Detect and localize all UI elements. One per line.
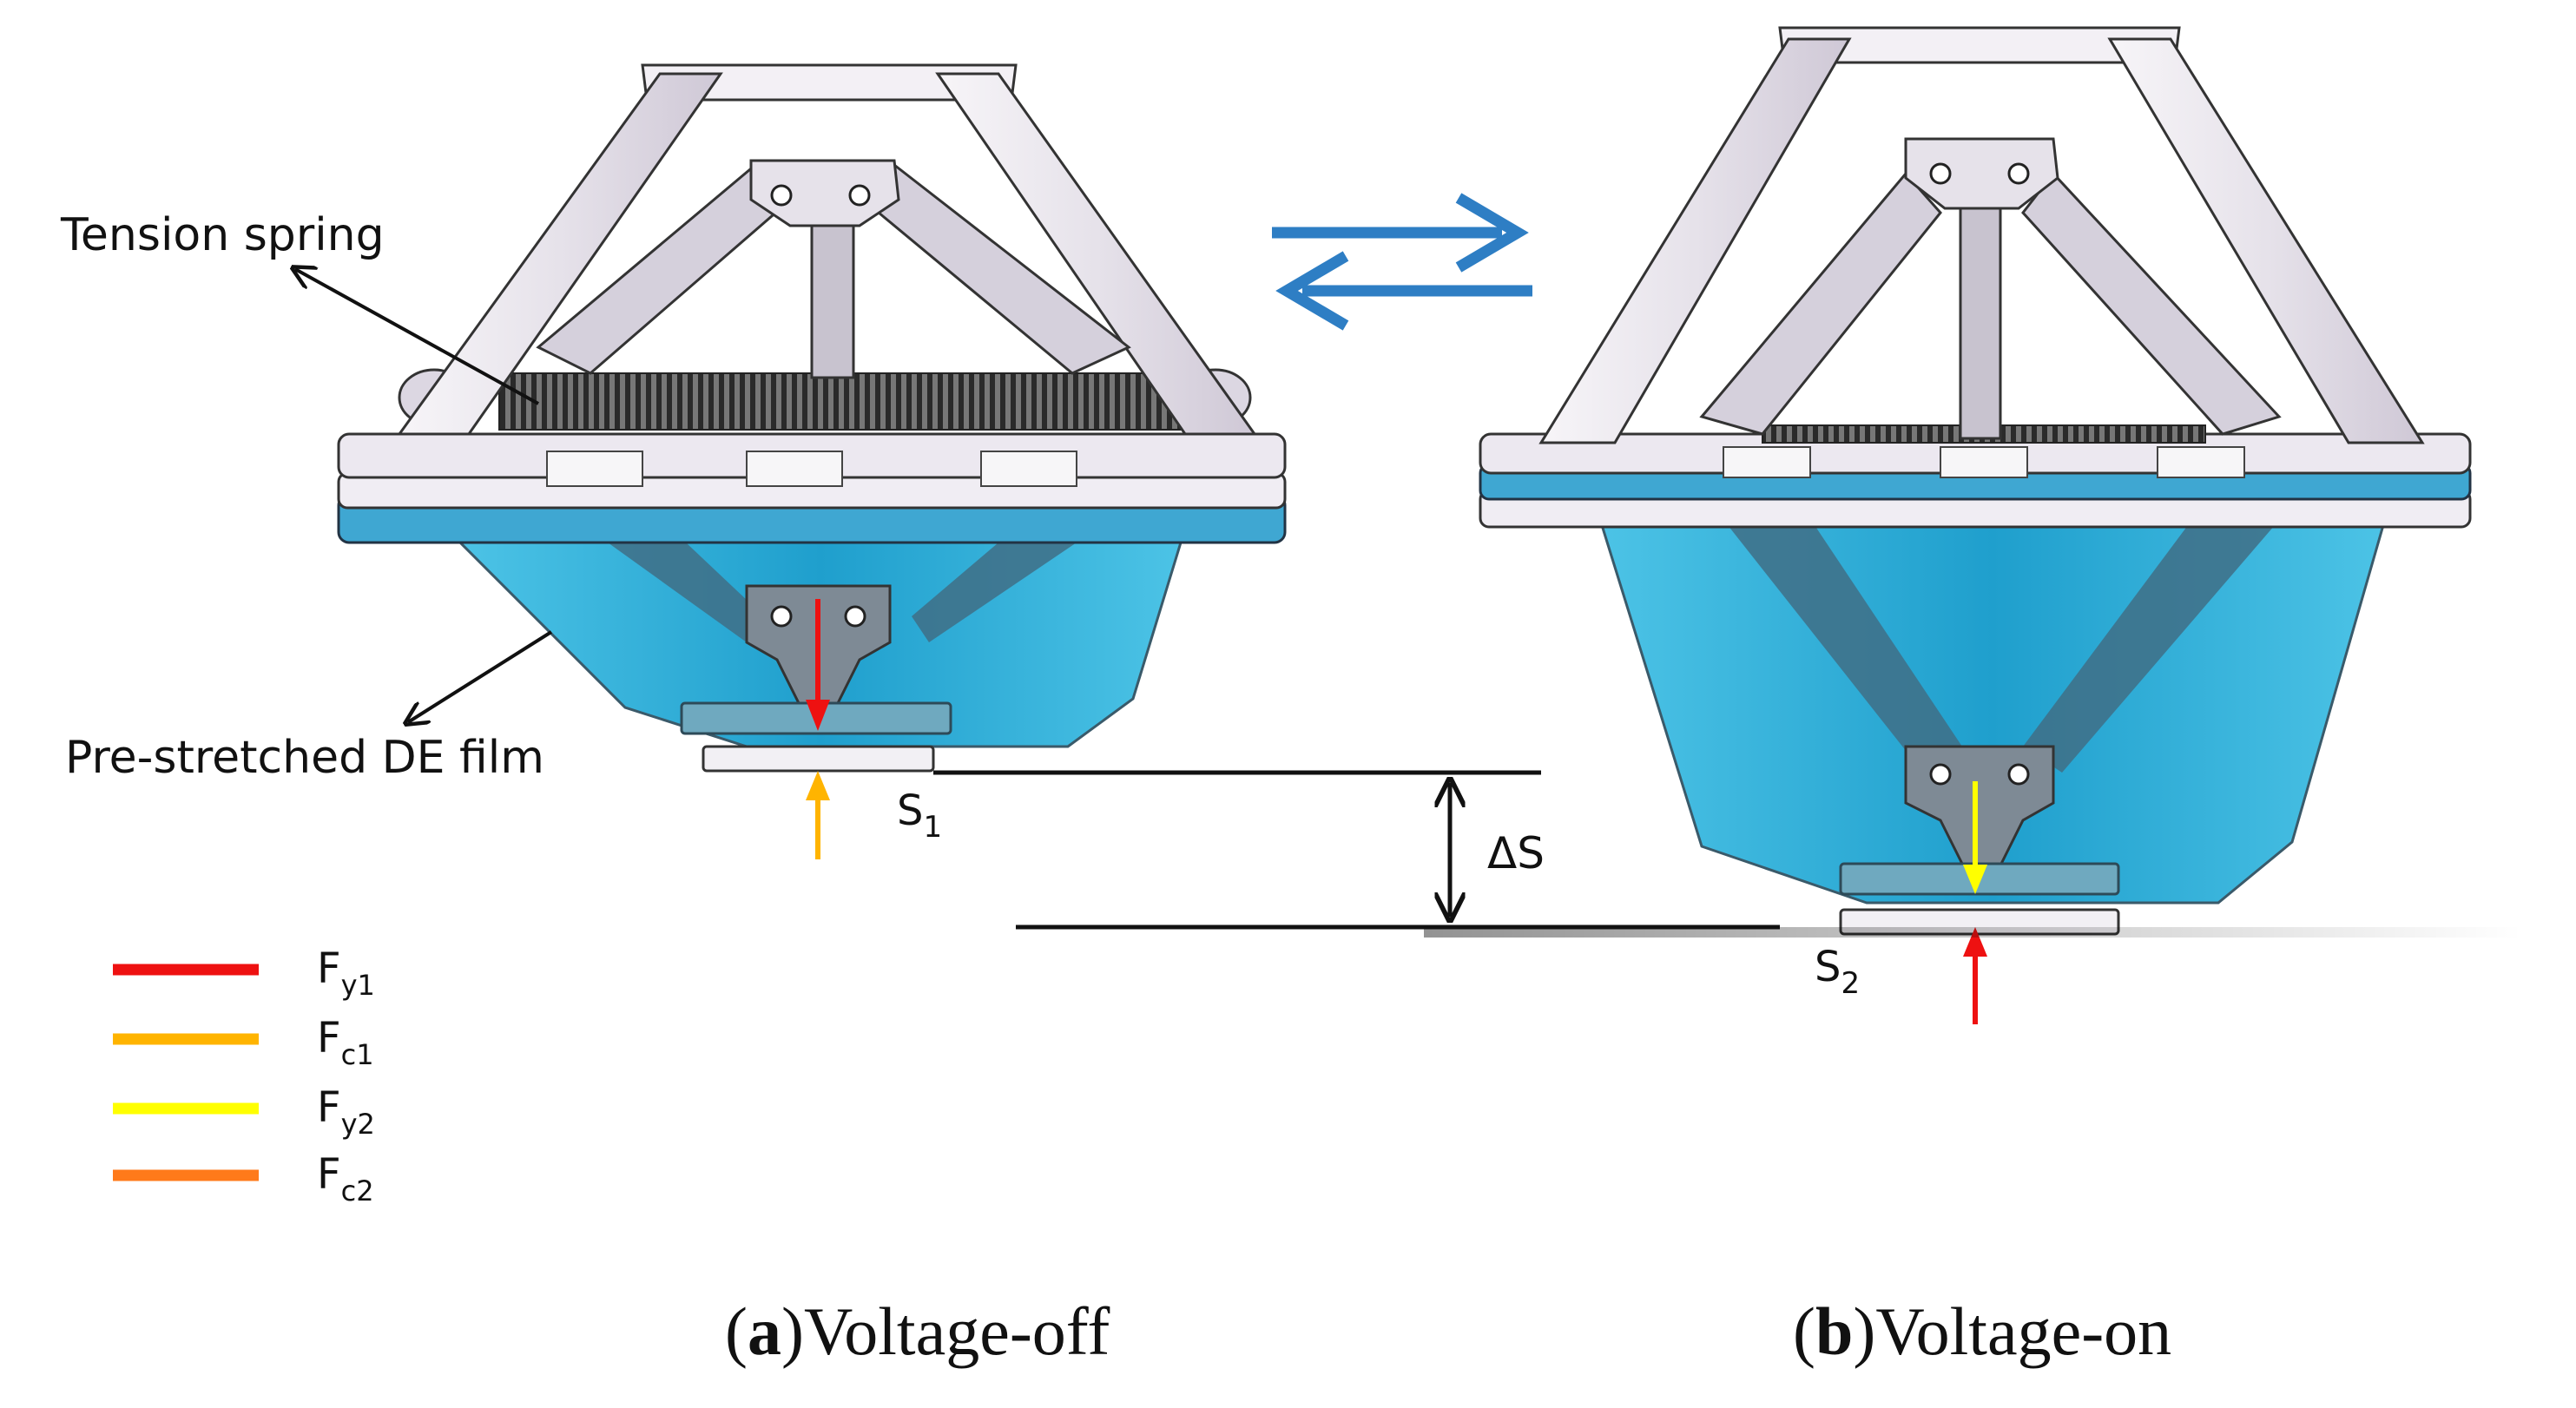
forward-arrowhead <box>1455 193 1529 273</box>
hinge-hole <box>1929 162 1952 185</box>
central-shaft-left <box>810 215 855 379</box>
force-arrowhead <box>1963 865 1987 894</box>
force-legend: Fy1 Fc1 Fy2 Fc2 <box>113 944 375 1207</box>
hinge-hole <box>1929 763 1952 786</box>
actuator-voltage-on <box>1479 26 2472 1024</box>
lower-leg-right <box>2023 525 2275 773</box>
legend-label-fc1: Fc1 <box>317 1014 374 1071</box>
ring-spacer <box>746 451 843 487</box>
ring-spacer <box>1940 446 2028 478</box>
central-shaft-right <box>1959 202 2002 440</box>
hinge-hole <box>770 605 793 628</box>
legend-label-fc2: Fc2 <box>317 1150 374 1207</box>
caption-b: (b)Voltage-on <box>1793 1293 2171 1369</box>
legend-label-fy2: Fy2 <box>317 1083 375 1141</box>
upper-hinge-right <box>1904 137 2059 210</box>
caption-a: (a)Voltage-off <box>725 1293 1110 1369</box>
hinge-hole <box>2007 162 2030 185</box>
backward-arrowhead <box>1275 251 1349 331</box>
ring-spacer <box>546 451 643 487</box>
tension-spring-coil <box>498 372 1199 431</box>
force-arrowhead <box>806 771 830 800</box>
tension-spring-leader <box>295 269 539 405</box>
hinge-hole <box>770 184 793 207</box>
s1-label: S1 <box>897 786 942 845</box>
actuator-voltage-off <box>337 63 1287 859</box>
ground-shadow <box>1424 927 2522 938</box>
inner-arm-left <box>1699 171 1942 436</box>
tension-spring-label: Tension spring <box>60 209 385 261</box>
delta-s-label: ΔS <box>1487 828 1545 878</box>
s2-label: S2 <box>1815 943 1860 1001</box>
frame-leg-left <box>1538 37 1852 444</box>
hinge-hole <box>848 184 871 207</box>
upper-hinge-left <box>749 159 900 227</box>
ring-spacer <box>980 451 1077 487</box>
base-plate-left <box>702 745 935 773</box>
force-arrowhead <box>1963 927 1987 957</box>
frame-leg-left <box>397 72 723 436</box>
lower-leg-left <box>608 543 764 642</box>
de-film-leader <box>408 630 553 722</box>
ring-spacer <box>1723 446 1811 478</box>
de-film-label: Pre-stretched DE film <box>65 732 544 784</box>
force-arrowhead <box>806 700 830 731</box>
frame-leg-right <box>2107 37 2425 444</box>
legend-label-fy1: Fy1 <box>317 944 375 1002</box>
inner-arm-right <box>2021 171 2282 436</box>
lower-leg-right <box>912 543 1077 642</box>
frame-leg-right <box>935 72 1257 436</box>
lower-leg-left <box>1728 525 1962 773</box>
ring-spacer <box>2157 446 2245 478</box>
hinge-hole <box>844 605 866 628</box>
hinge-hole <box>2007 763 2030 786</box>
